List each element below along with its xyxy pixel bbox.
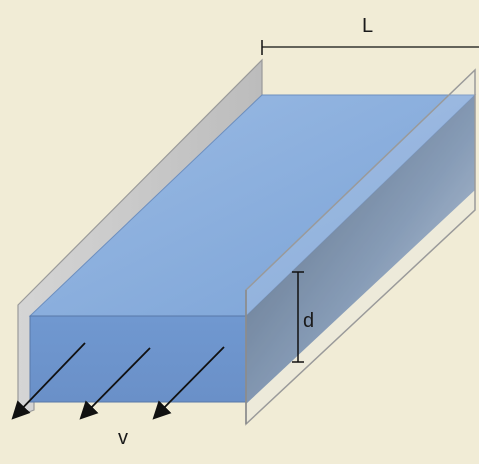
length-label: L — [362, 15, 373, 37]
velocity-label: v — [118, 427, 128, 449]
velocity-arrows — [11, 342, 225, 420]
length-dimension: L — [261, 15, 479, 55]
velocity-arrow — [11, 342, 86, 420]
right-plate — [245, 68, 476, 426]
depth-dimension: d — [292, 271, 314, 363]
velocity-arrow — [152, 346, 225, 420]
velocity-arrow — [79, 347, 151, 420]
depth-label: d — [303, 310, 314, 332]
